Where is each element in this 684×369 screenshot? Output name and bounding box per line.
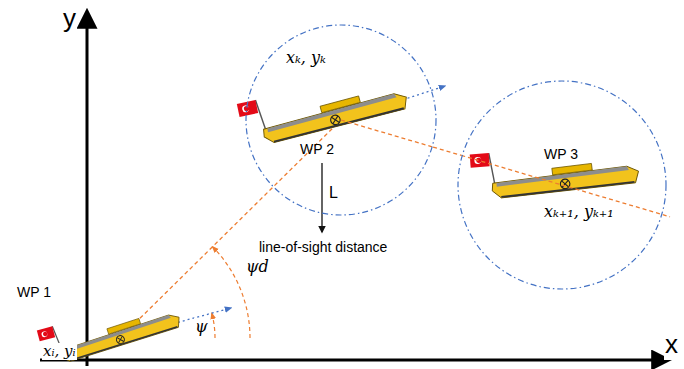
waypoint-label: L	[329, 184, 338, 202]
coordinate-label: xᵢ, yᵢ	[42, 343, 77, 360]
waypoint-label: WP 3	[544, 146, 578, 162]
angle-label: ψ	[194, 318, 209, 336]
annotation: line-of-sight distance	[258, 239, 388, 255]
waypoint-circle: xₖ, yₖ WP 2 L	[245, 24, 437, 216]
line-of-sight	[433, 147, 461, 155]
axis-label: x	[664, 330, 679, 360]
line-of-sight-part	[341, 120, 433, 147]
circle-outline	[457, 80, 667, 290]
waypoint-label: xₖ, yₖ	[286, 49, 326, 67]
waypoint-label: WP 2	[300, 141, 334, 157]
waypoint-label: WP 1	[16, 284, 52, 300]
circle-outline	[245, 24, 437, 216]
axis-label: y	[62, 4, 77, 34]
angle-label: ψd	[245, 258, 270, 276]
waypoint-label: xₖ₊₁, yₖ₊₁	[544, 203, 614, 221]
waypoint-circle: WP 3 xₖ₊₁, yₖ₊₁	[457, 80, 667, 290]
